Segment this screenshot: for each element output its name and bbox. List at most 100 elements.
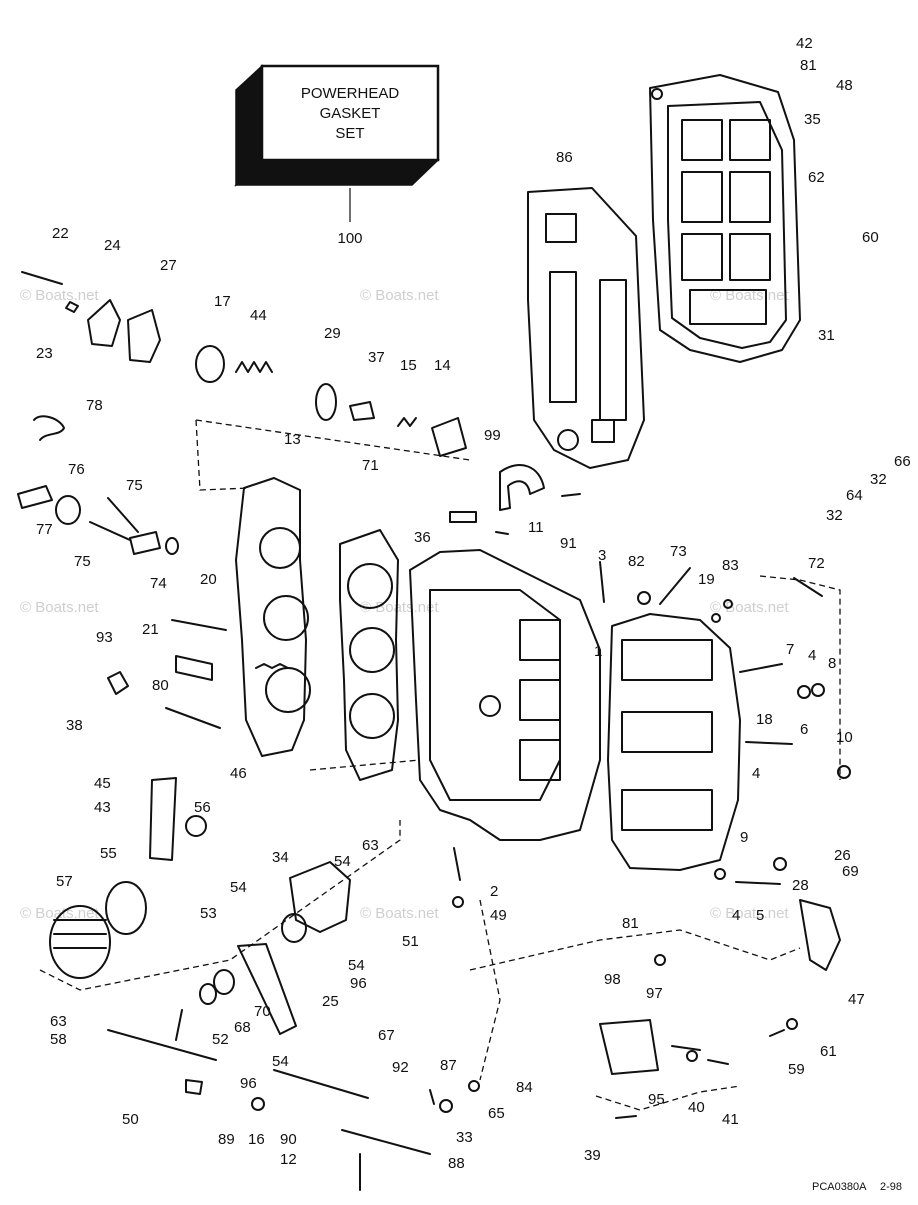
callout-label: 34 xyxy=(272,849,289,866)
callout-label: 2 xyxy=(490,883,498,900)
callout-label: 17 xyxy=(214,293,231,310)
callout-label: 63 xyxy=(362,837,379,854)
callout-label: 54 xyxy=(272,1053,289,1070)
callout-label: 38 xyxy=(66,717,83,734)
callout-label: 81 xyxy=(622,915,639,932)
callout-label: 56 xyxy=(194,799,211,816)
diagram-date: 2-98 xyxy=(880,1181,902,1193)
callout-label: 71 xyxy=(362,457,379,474)
callout-label: 91 xyxy=(560,535,577,552)
callout-label: 31 xyxy=(818,327,835,344)
callout-label: 65 xyxy=(488,1105,505,1122)
callout-label: 81 xyxy=(800,57,817,74)
callout-label: 57 xyxy=(56,873,73,890)
callout-label: 43 xyxy=(94,799,111,816)
cylinder-head-part xyxy=(235,477,311,757)
callout-label: 54 xyxy=(334,853,351,870)
callout-label: 78 xyxy=(86,397,103,414)
callout-label: 99 xyxy=(484,427,501,444)
callout-label: 48 xyxy=(836,77,853,94)
watermark: © Boats.net xyxy=(360,287,439,304)
callout-label: 97 xyxy=(646,985,663,1002)
assembly-lines xyxy=(39,419,841,1111)
callout-label: 55 xyxy=(100,845,117,862)
callout-label: 60 xyxy=(862,229,879,246)
callout-label: 75 xyxy=(74,553,91,570)
callout-label: 96 xyxy=(350,975,367,992)
small-parts-upper-left xyxy=(17,271,467,555)
gasket-set-box: POWERHEAD GASKET SET 100 xyxy=(234,64,440,247)
callout-label: 93 xyxy=(96,629,113,646)
callout-label: 76 xyxy=(68,461,85,478)
callout-label: 64 xyxy=(846,487,863,504)
callout-label: 4 xyxy=(752,765,760,782)
kit-title-line2: GASKET xyxy=(320,105,381,122)
callout-label: 67 xyxy=(378,1027,395,1044)
callout-label: 47 xyxy=(848,991,865,1008)
callout-label: 28 xyxy=(792,877,809,894)
callout-label: 15 xyxy=(400,357,417,374)
callout-label: 25 xyxy=(322,993,339,1010)
callout-label: 87 xyxy=(440,1057,457,1074)
callout-label: 12 xyxy=(280,1151,297,1168)
callout-label: 96 xyxy=(240,1075,257,1092)
callout-label: 73 xyxy=(670,543,687,560)
callout-label: 84 xyxy=(516,1079,533,1096)
watermark: © Boats.net xyxy=(710,287,789,304)
callout-label: 82 xyxy=(628,553,645,570)
callout-label: 66 xyxy=(894,453,911,470)
callout-label: 80 xyxy=(152,677,169,694)
callout-label: 7 xyxy=(786,641,794,658)
callout-label: 45 xyxy=(94,775,111,792)
exhaust-gasket-part xyxy=(527,187,645,469)
callout-label: 29 xyxy=(324,325,341,342)
callout-label: 23 xyxy=(36,345,53,362)
callout-label: 74 xyxy=(150,575,167,592)
callout-label: 11 xyxy=(528,519,544,536)
watermark: © Boats.net xyxy=(710,599,789,616)
kit-number: 100 xyxy=(337,230,362,247)
callout-label: 59 xyxy=(788,1061,805,1078)
callout-label: 61 xyxy=(820,1043,837,1060)
callout-label: 35 xyxy=(804,111,821,128)
callout-label: 46 xyxy=(230,765,247,782)
callout-label: 72 xyxy=(808,555,825,572)
callout-label: 98 xyxy=(604,971,621,988)
callout-label: 27 xyxy=(160,257,177,274)
callout-label: 62 xyxy=(808,169,825,186)
callout-label: 83 xyxy=(722,557,739,574)
callout-label: 75 xyxy=(126,477,143,494)
callout-label: 4 xyxy=(732,907,740,924)
cylinder-block-part xyxy=(409,549,601,841)
lower-right-parts xyxy=(599,857,841,1119)
callout-label: 63 xyxy=(50,1013,67,1030)
callout-label: 52 xyxy=(212,1031,229,1048)
exhaust-cover-part xyxy=(649,74,801,363)
callout-label: 21 xyxy=(142,621,159,638)
kit-title-line3: SET xyxy=(335,125,364,142)
callout-label: 77 xyxy=(36,521,53,538)
callout-label: 36 xyxy=(414,529,431,546)
callout-label: 24 xyxy=(104,237,121,254)
callout-label: 14 xyxy=(434,357,451,374)
callout-label: 16 xyxy=(248,1131,265,1148)
callout-label: 92 xyxy=(392,1059,409,1076)
callout-label: 54 xyxy=(348,957,365,974)
watermark: © Boats.net xyxy=(360,599,439,616)
callout-label: 22 xyxy=(52,225,69,242)
callout-label: 4 xyxy=(808,647,816,664)
crankcase-part xyxy=(607,613,741,871)
callout-label: 54 xyxy=(230,879,247,896)
small-parts-middle xyxy=(107,464,851,908)
callout-label: 88 xyxy=(448,1155,465,1172)
callout-label: 90 xyxy=(280,1131,297,1148)
callout-label: 10 xyxy=(836,729,853,746)
callout-label: 19 xyxy=(698,571,715,588)
callout-label: 6 xyxy=(800,721,808,738)
callout-label: 44 xyxy=(250,307,267,324)
callout-label: 39 xyxy=(584,1147,601,1164)
callout-label: 1 xyxy=(594,643,602,660)
callout-label: 49 xyxy=(490,907,507,924)
